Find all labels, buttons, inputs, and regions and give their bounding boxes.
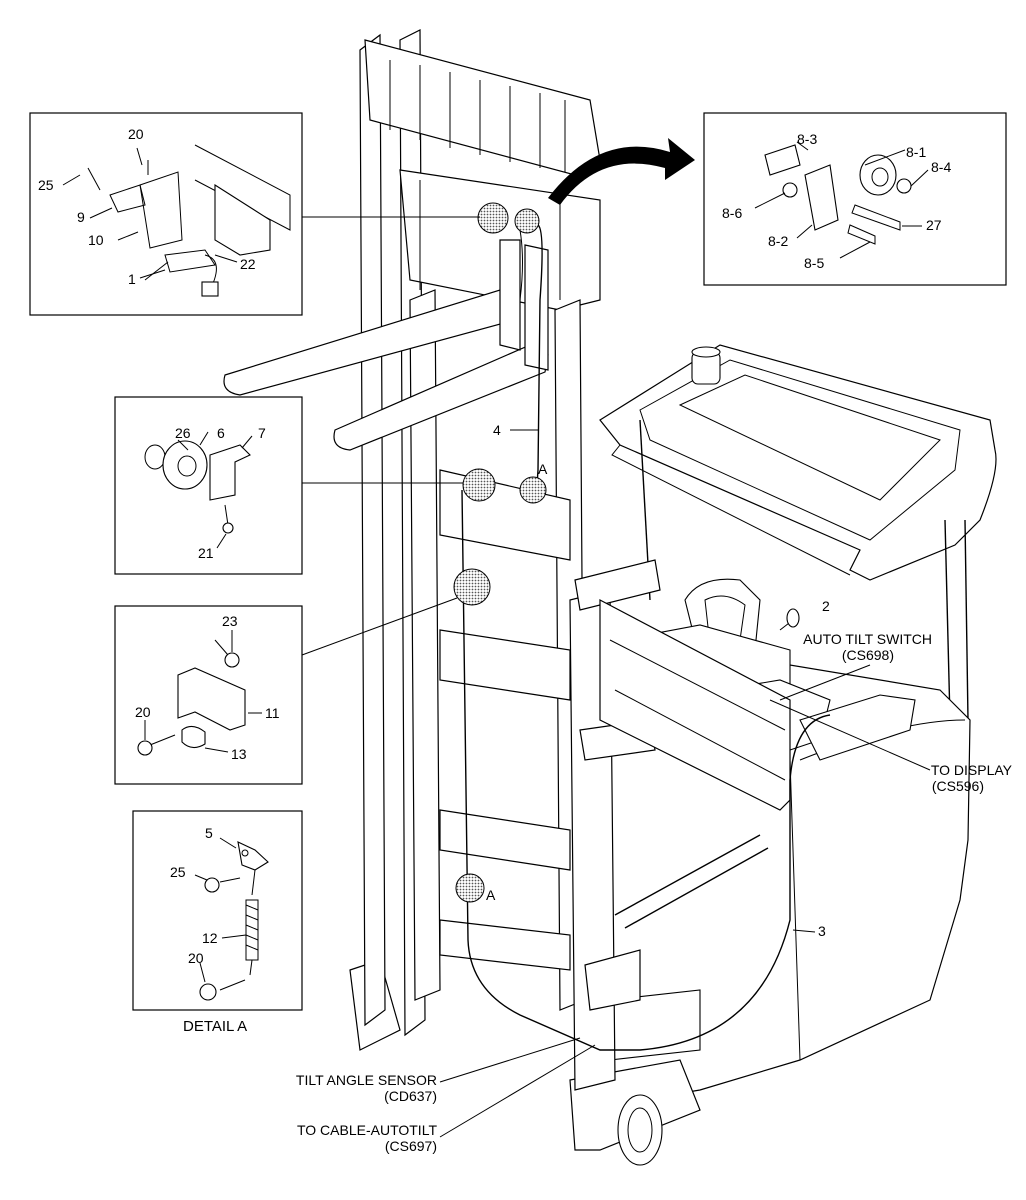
detail-box-sensor-bracket: 20 25 9 10 1 22: [29, 112, 303, 316]
callout-7: 7: [258, 425, 266, 441]
label-to-cable-code: (CS697): [385, 1138, 437, 1154]
callout-20-detail: 20: [188, 950, 204, 966]
callout-23: 23: [222, 613, 238, 629]
cable-4: [535, 224, 543, 501]
cable-3: [461, 489, 831, 1051]
callout-20-mid: 20: [135, 704, 151, 720]
callout-10: 10: [88, 232, 104, 248]
callout-25-detail: 25: [170, 864, 186, 880]
callout-4: 4: [493, 422, 501, 438]
highlight-a-upper: [519, 476, 547, 504]
callout-9: 9: [77, 209, 85, 225]
highlight-upper-left: [477, 202, 509, 234]
callout-3: 3: [818, 923, 826, 939]
callout-8-3: 8-3: [797, 131, 817, 147]
label-a-lower: A: [486, 887, 496, 903]
callout-21: 21: [198, 545, 214, 561]
label-a-upper: A: [538, 461, 548, 477]
callout-2: 2: [822, 598, 830, 614]
callout-8-5: 8-5: [804, 255, 824, 271]
label-auto-tilt-switch: AUTO TILT SWITCH: [803, 631, 932, 647]
main-labels: 4 A A 2 3 AUTO TILT SWITCH (CS698) TO DI…: [296, 422, 1013, 1154]
arrow-to-detail: [548, 138, 695, 205]
highlight-upper-right: [514, 208, 540, 234]
label-to-display: TO DISPLAY: [931, 762, 1013, 778]
callout-20-top: 20: [128, 126, 144, 142]
label-to-cable-autotilt: TO CABLE-AUTOTILT: [297, 1122, 437, 1138]
label-auto-tilt-code: (CS698): [842, 647, 894, 663]
label-to-display-code: (CS596): [932, 778, 984, 794]
callout-22: 22: [240, 256, 256, 272]
callout-26: 26: [175, 425, 191, 441]
callout-8-6: 8-6: [722, 205, 742, 221]
highlight-bracket: [453, 568, 491, 606]
forklift-truck-drawing: [223, 29, 997, 1166]
callout-1: 1: [128, 271, 136, 287]
callout-6: 6: [217, 425, 225, 441]
callout-8-4: 8-4: [931, 159, 951, 175]
connector-lines: [301, 138, 931, 1138]
detail-box-bracket: 23 11 20 13: [114, 605, 303, 785]
callout-5: 5: [205, 825, 213, 841]
detail-a-title: DETAIL A: [183, 1018, 247, 1035]
callout-8-1: 8-1: [906, 144, 926, 160]
callout-27: 27: [926, 217, 942, 233]
callout-12: 12: [202, 930, 218, 946]
label-tilt-angle-code: (CD637): [384, 1088, 437, 1104]
highlight-a-lower: [455, 873, 485, 903]
highlight-pulley: [462, 468, 496, 502]
callout-11: 11: [265, 705, 280, 721]
callout-13: 13: [231, 746, 247, 762]
label-tilt-angle-sensor: TILT ANGLE SENSOR: [296, 1072, 437, 1088]
callout-8-2: 8-2: [768, 233, 788, 249]
detail-box-pulley: 26 6 7 21: [114, 396, 303, 575]
detail-box-pulley-assembly: 8-3 8-1 8-4 8-6 27 8-2 8-5: [703, 112, 1007, 286]
auto-tilt-switch-icon: [786, 608, 800, 628]
detail-box-a: 5 25 12 20 DETAIL A: [132, 810, 303, 1035]
callout-25-top: 25: [38, 177, 54, 193]
